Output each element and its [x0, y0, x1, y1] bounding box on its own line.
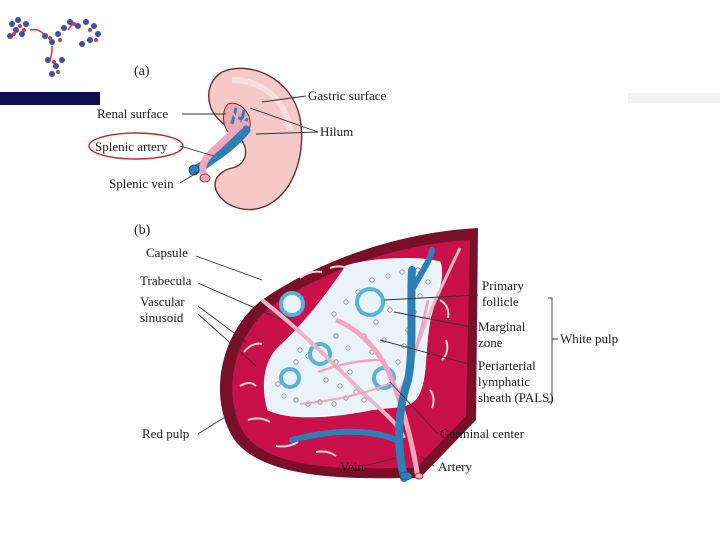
- label-splenic-artery: Splenic artery: [95, 139, 168, 154]
- label-germinal-center: Germinal center: [440, 426, 525, 441]
- label-vascular-line1: Vascular: [140, 294, 185, 309]
- label-marginal-line1: Marginal: [478, 319, 526, 334]
- label-hilum: Hilum: [320, 124, 353, 139]
- spleen-external-view: [188, 67, 303, 211]
- label-primary-line1: Primary: [482, 278, 524, 293]
- label-marginal-line2: zone: [478, 335, 503, 350]
- header-bar: [0, 92, 100, 105]
- label-primary-line2: follicle: [482, 294, 519, 309]
- header-bar-right: [628, 93, 720, 103]
- label-pals-line2: lymphatic: [478, 374, 530, 389]
- label-artery: Artery: [438, 459, 472, 474]
- label-vein: Vein: [340, 459, 364, 474]
- label-renal-surface: Renal surface: [97, 106, 168, 121]
- label-pals-line1: Periarterial: [478, 358, 536, 373]
- molecule-logo: [7, 17, 101, 77]
- label-capsule: Capsule: [146, 245, 188, 260]
- spleen-cross-section: [219, 228, 479, 482]
- label-white-pulp: White pulp: [560, 331, 618, 346]
- label-trabecula: Trabecula: [140, 273, 192, 288]
- panel-label-a: (a): [134, 64, 150, 79]
- label-vascular-line2: sinusoid: [140, 310, 184, 325]
- highlight-circle: [88, 132, 184, 160]
- label-gastric-surface: Gastric surface: [308, 88, 387, 103]
- leader-lines-b: [195, 255, 558, 467]
- panel-label-b: (b): [134, 223, 151, 238]
- label-pals-line3: sheath (PALS): [478, 390, 554, 405]
- label-red-pulp: Red pulp: [142, 426, 189, 441]
- leader-lines-a: [179, 95, 319, 184]
- label-splenic-vein: Splenic vein: [109, 176, 174, 191]
